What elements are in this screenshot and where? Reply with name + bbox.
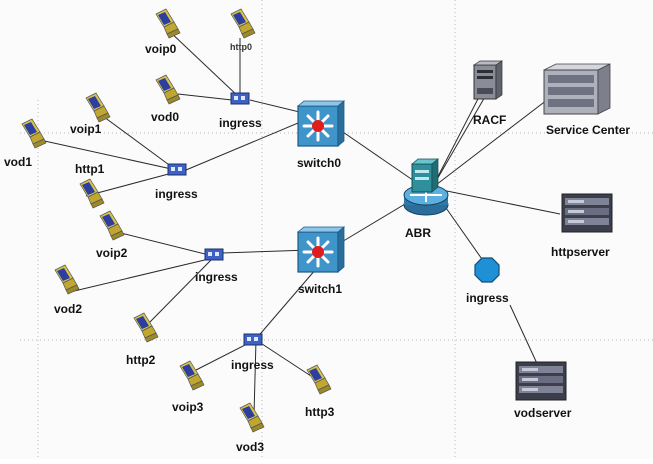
- vodserver-icon[interactable]: [515, 361, 567, 401]
- http2-label: http2: [126, 353, 156, 367]
- racf-label: RACF: [473, 113, 507, 127]
- http1-pc-icon[interactable]: [79, 178, 105, 209]
- voip3-pc-icon[interactable]: [179, 360, 205, 391]
- http3-pc-icon[interactable]: [306, 364, 332, 395]
- abr-label: ABR: [405, 226, 431, 240]
- service-center-label: Service Center: [546, 123, 631, 137]
- vod1-pc-icon[interactable]: [21, 118, 47, 149]
- abr-router-icon[interactable]: [403, 158, 449, 216]
- voip0-pc-icon[interactable]: [155, 8, 181, 39]
- http0-pc-icon[interactable]: [230, 8, 256, 39]
- ingress0-label: ingress: [219, 116, 262, 130]
- vod2-pc-icon[interactable]: [54, 264, 80, 295]
- voip1-label: voip1: [70, 122, 102, 136]
- switch1-label: switch1: [298, 282, 343, 296]
- vod1-label: vod1: [4, 155, 33, 169]
- vod3-label: vod3: [236, 440, 265, 454]
- ingress3-icon[interactable]: [243, 333, 263, 346]
- service-center-icon[interactable]: [543, 63, 611, 115]
- vod0-label: vod0: [151, 110, 180, 124]
- ingress1-icon[interactable]: [167, 163, 187, 176]
- voip0-label: voip0: [145, 42, 177, 56]
- http0-label: http0: [230, 42, 252, 52]
- voip3-label: voip3: [172, 400, 204, 414]
- voip2-pc-icon[interactable]: [99, 210, 125, 241]
- ingress0-icon[interactable]: [230, 92, 250, 105]
- http3-label: http3: [305, 405, 335, 419]
- switch0-label: switch0: [297, 156, 342, 170]
- voip2-label: voip2: [96, 246, 128, 260]
- http1-label: http1: [75, 162, 105, 176]
- vod0-pc-icon[interactable]: [155, 74, 181, 105]
- ingress1-label: ingress: [155, 187, 198, 201]
- ingress4-octagon-icon[interactable]: [474, 257, 500, 283]
- httpserver-icon[interactable]: [561, 193, 613, 233]
- voip1-pc-icon[interactable]: [85, 92, 111, 123]
- switch1-icon[interactable]: [296, 225, 346, 274]
- ingress3-label: ingress: [231, 358, 274, 372]
- ingress2-icon[interactable]: [204, 248, 224, 261]
- vodserver-label: vodserver: [514, 406, 572, 420]
- httpserver-label: httpserver: [551, 245, 610, 259]
- ingress4-label: ingress: [466, 291, 509, 305]
- racf-server-icon[interactable]: [472, 60, 504, 100]
- vod3-pc-icon[interactable]: [239, 402, 265, 433]
- ingress2-label: ingress: [195, 270, 238, 284]
- vod2-label: vod2: [54, 302, 83, 316]
- switch0-icon[interactable]: [296, 99, 346, 148]
